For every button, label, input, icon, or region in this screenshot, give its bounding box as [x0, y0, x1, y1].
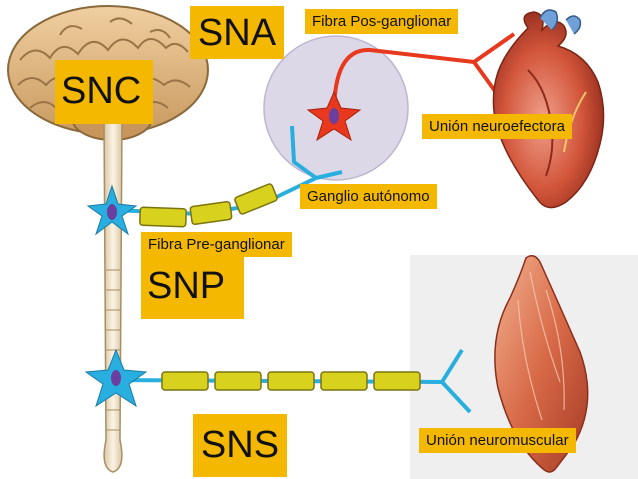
label-union-neuromuscular: Unión neuromuscular — [419, 428, 576, 453]
cns-neuron-upper — [86, 184, 138, 236]
muscle-illustration — [494, 255, 589, 473]
somatic-neuron — [84, 348, 148, 408]
label-ganglio-autonomo: Ganglio autónomo — [300, 184, 437, 209]
preganglionic-fiber — [111, 125, 343, 228]
label-sna: SNA — [190, 6, 284, 59]
label-snc: SNC — [55, 60, 153, 124]
label-snp: SNP — [141, 256, 244, 319]
label-fibra-pre-ganglionar: Fibra Pre-ganglionar — [141, 232, 292, 257]
label-union-neuroefectora: Unión neuroefectora — [422, 114, 572, 139]
label-fibra-pos-ganglionar: Fibra Pos-ganglionar — [305, 9, 459, 34]
somatic-fiber — [115, 348, 472, 414]
heart-illustration — [492, 9, 605, 209]
label-sns: SNS — [193, 414, 287, 477]
ganglion-neuron — [306, 90, 362, 142]
spinal-cord — [103, 119, 123, 473]
spinal-cord-segments — [106, 269, 120, 431]
